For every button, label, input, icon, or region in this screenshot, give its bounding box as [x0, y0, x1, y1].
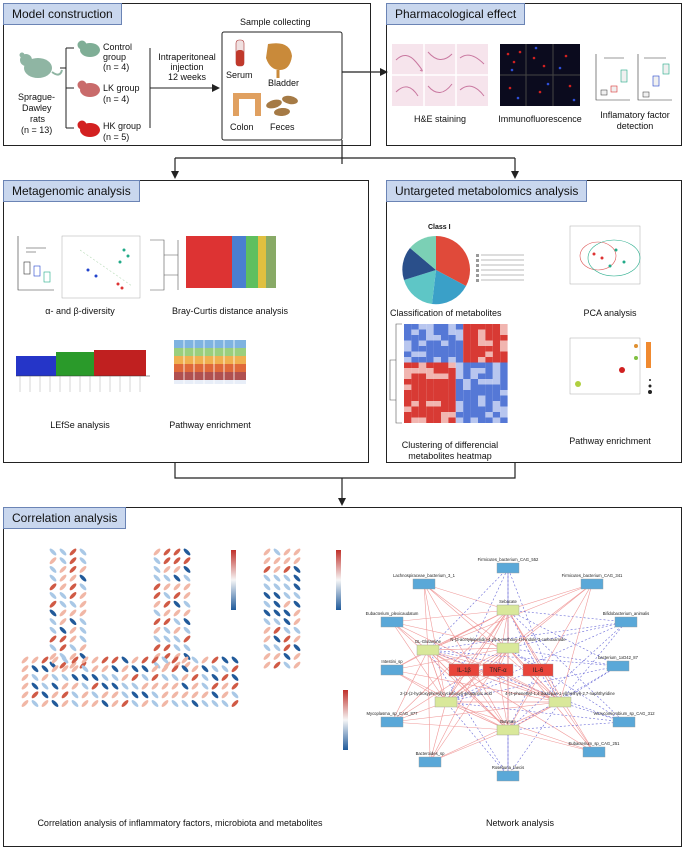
rats-label-line4: (n = 13) [21, 125, 53, 135]
caption-alpha-beta-diversity: α- and β-diversity [45, 306, 115, 316]
panel-correlation-analysis [3, 507, 682, 847]
rats-label-line3: rats [30, 114, 46, 124]
sample-bladder-label: Bladder [268, 78, 300, 88]
caption-he-staining: H&E staining [413, 114, 467, 124]
sample-colon-label: Colon [230, 122, 254, 132]
rats-label-line1: Sprague- [18, 92, 56, 102]
group-control-name: Control [103, 42, 133, 52]
panel-title-correlation-analysis: Correlation analysis [3, 507, 127, 529]
panel-untargeted-metabolomics [386, 180, 682, 463]
rats-label-line2: Dawley [22, 103, 52, 113]
group-control-n: (n = 4) [103, 62, 130, 72]
caption-untargeted-pathway: Pathway enrichment [569, 436, 651, 446]
injection-line2: injection [170, 62, 204, 72]
caption-inflammatory-line1: Inflamatory factor [600, 110, 670, 120]
panel-title-model-construction: Model construction [3, 3, 122, 25]
injection-line1: Intraperitoneal [158, 52, 216, 62]
group-lk-n: (n = 4) [103, 94, 130, 104]
sample-collecting-title: Sample collecting [240, 17, 311, 27]
caption-pca: PCA analysis [583, 308, 637, 318]
group-hk-n: (n = 5) [103, 132, 130, 142]
panel-title-metagenomic-analysis: Metagenomic analysis [3, 180, 140, 202]
group-hk-name: HK group [103, 121, 142, 131]
group-control-sub: group [103, 52, 127, 62]
caption-heatmap-line1: Clustering of differencial [401, 440, 499, 450]
caption-lefse: LEfSe analysis [50, 420, 110, 430]
caption-heatmap-line2: metabolites heatmap [408, 451, 492, 461]
panel-title-untargeted-metabolomics: Untargeted metabolomics analysis [386, 180, 588, 202]
caption-correlation-analysis: Correlation analysis of inflammatory fac… [37, 818, 323, 828]
sample-feces-label: Feces [270, 122, 295, 132]
caption-bray-curtis: Bray-Curtis distance analysis [171, 306, 289, 316]
panel-metagenomic-analysis [3, 180, 369, 463]
injection-line3: 12 weeks [167, 72, 207, 82]
group-lk-name: LK group [103, 83, 140, 93]
caption-inflammatory-line2: detection [616, 121, 654, 131]
pie-class-label: Class I [428, 224, 451, 231]
caption-network-analysis: Network analysis [485, 818, 555, 828]
caption-immunofluorescence: Immunofluorescence [498, 114, 582, 124]
caption-classification: Classification of metabolites [390, 308, 502, 318]
caption-meta-pathway-enrichment: Pathway enrichment [169, 420, 251, 430]
panel-title-pharmacological-effect: Pharmacological effect [386, 3, 526, 25]
sample-serum-label: Serum [226, 70, 253, 80]
